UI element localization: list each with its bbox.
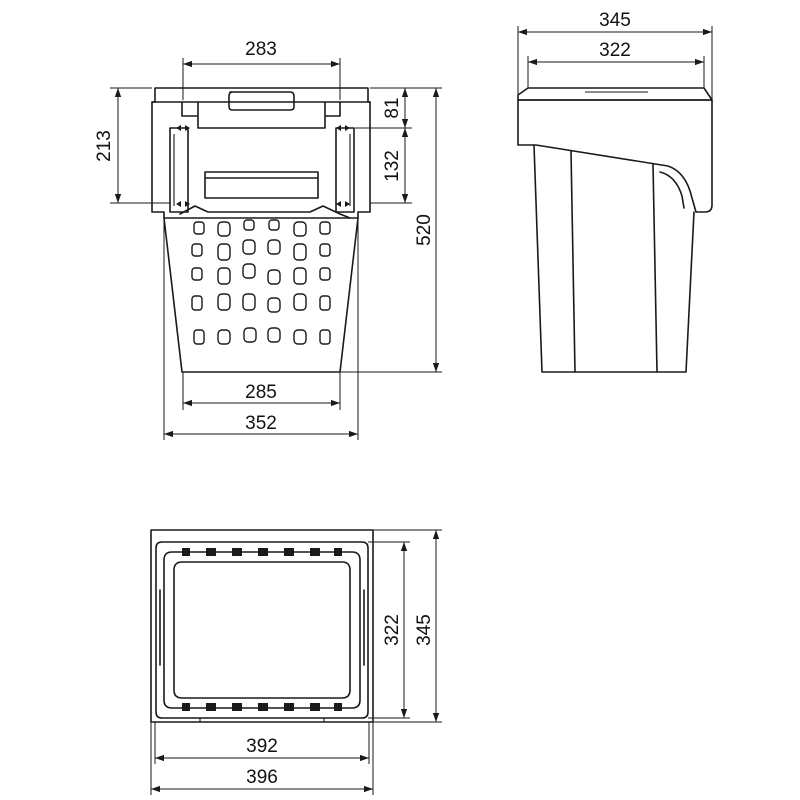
dim-total-height: 520 <box>414 214 435 246</box>
dim-front-bottom-outer-width: 352 <box>245 413 277 434</box>
dim-rail-height: 132 <box>382 150 403 182</box>
dim-side-inner-width: 322 <box>599 40 631 61</box>
rail-marker-bl <box>176 201 190 207</box>
dim-side-outer-width: 345 <box>599 10 631 31</box>
side-basket-panel-1 <box>570 150 576 373</box>
dim-front-top-width: 283 <box>245 39 277 60</box>
dim-top-outer-depth: 345 <box>414 614 435 646</box>
top-outer-frame <box>150 529 374 723</box>
dim-top-inner-depth: 322 <box>382 614 403 646</box>
front-basket-body <box>163 217 359 373</box>
rail-marker-tl <box>176 125 190 131</box>
top-rim-tabs <box>182 548 342 711</box>
front-frame-notch <box>181 101 341 129</box>
front-view <box>151 87 371 373</box>
dim-top-outer-width: 396 <box>246 767 278 788</box>
top-basket-opening <box>173 561 351 699</box>
top-basket-rim <box>163 551 361 709</box>
dim-front-bottom-inner-width: 285 <box>245 382 277 403</box>
front-dimensions: 283 213 285 352 81 132 520 <box>94 39 442 440</box>
side-basket-grip <box>659 171 685 209</box>
side-lid <box>517 87 713 101</box>
basket-holes <box>191 219 331 345</box>
front-rail-right <box>335 127 355 213</box>
front-top-handle <box>228 91 295 111</box>
top-dimensions: 322 345 392 396 <box>150 529 442 795</box>
dim-handle-height: 81 <box>382 97 403 118</box>
front-basket-grip <box>204 171 319 199</box>
dim-front-upper-height: 213 <box>94 130 115 162</box>
side-frame <box>517 99 713 213</box>
side-dimensions: 345 322 <box>517 10 713 100</box>
side-basket-panel-2 <box>652 163 658 373</box>
rail-marker-tr <box>336 125 350 131</box>
front-basket-rim <box>179 205 351 219</box>
top-view <box>150 529 374 723</box>
side-view <box>517 87 713 373</box>
side-basket <box>533 144 695 373</box>
front-rail-left <box>169 127 189 213</box>
top-basket-outline <box>155 541 369 719</box>
rail-marker-br <box>336 201 350 207</box>
dim-top-inner-width: 392 <box>246 736 278 757</box>
